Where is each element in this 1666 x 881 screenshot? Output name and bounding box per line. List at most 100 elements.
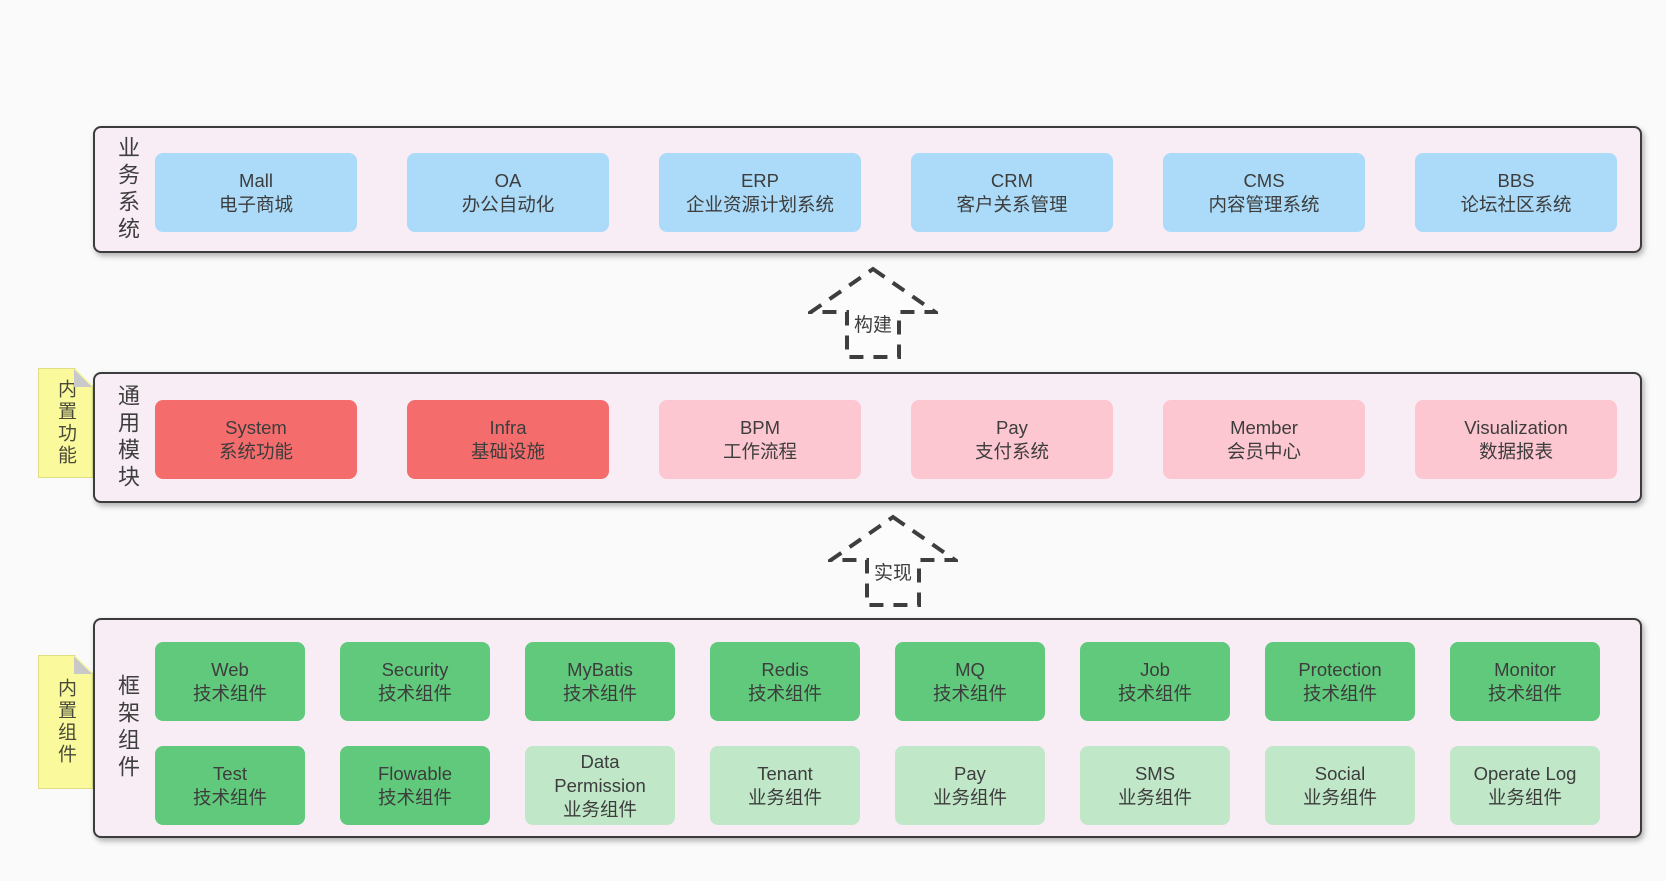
folded-corner-icon bbox=[74, 656, 92, 674]
box-subtitle: 内容管理系统 bbox=[1208, 193, 1320, 215]
builtin-features-tag-label: 内置功能 bbox=[55, 379, 76, 467]
business-box-mall: Mall 电子商城 bbox=[155, 153, 357, 232]
box-title: Web bbox=[211, 658, 249, 680]
box-title: System bbox=[225, 416, 287, 438]
box-title: ERP bbox=[740, 169, 780, 191]
component-box-test: Test 技术组件 bbox=[155, 746, 305, 825]
box-subtitle: 工作流程 bbox=[722, 440, 797, 462]
implement-arrow: 实现 bbox=[824, 514, 962, 608]
box-subtitle: 技术组件 bbox=[192, 682, 267, 704]
box-title: Test bbox=[213, 762, 247, 784]
folded-corner-icon bbox=[74, 369, 92, 387]
component-box-monitor: Monitor 技术组件 bbox=[1450, 642, 1600, 721]
box-title: Data Permission bbox=[554, 750, 646, 796]
build-arrow-label: 构建 bbox=[850, 310, 896, 337]
box-subtitle: 系统功能 bbox=[218, 440, 293, 462]
component-box-web: Web 技术组件 bbox=[155, 642, 305, 721]
business-systems-layer: 业务系统 Mall 电子商城 OA 办公自动化 ERP 企业资源计划系统 CRM… bbox=[93, 126, 1642, 253]
box-subtitle: 业务组件 bbox=[1487, 786, 1562, 808]
box-subtitle: 客户关系管理 bbox=[956, 193, 1068, 215]
component-box-operate-log: Operate Log 业务组件 bbox=[1450, 746, 1600, 825]
builtin-components-tag-label: 内置组件 bbox=[55, 678, 76, 766]
box-title: CRM bbox=[990, 169, 1034, 191]
box-title: SMS bbox=[1134, 762, 1176, 784]
box-subtitle: 企业资源计划系统 bbox=[685, 193, 834, 215]
implement-arrow-label: 实现 bbox=[870, 558, 916, 585]
box-subtitle: 业务组件 bbox=[1117, 786, 1192, 808]
box-title: Protection bbox=[1298, 658, 1382, 680]
module-box-pay: Pay 支付系统 bbox=[911, 400, 1113, 479]
business-box-bbs: BBS 论坛社区系统 bbox=[1415, 153, 1617, 232]
component-box-flowable: Flowable 技术组件 bbox=[340, 746, 490, 825]
component-box-security: Security 技术组件 bbox=[340, 642, 490, 721]
component-box-job: Job 技术组件 bbox=[1080, 642, 1230, 721]
framework-components-layer: 框架组件 Web 技术组件 Security 技术组件 MyBatis 技术组件… bbox=[93, 618, 1642, 838]
box-title: Pay bbox=[954, 762, 986, 784]
box-subtitle: 技术组件 bbox=[377, 682, 452, 704]
box-title: Tenant bbox=[757, 762, 813, 784]
common-modules-layer: 通用模块 System 系统功能 Infra 基础设施 BPM 工作流程 Pay… bbox=[93, 372, 1642, 503]
box-subtitle: 电子商城 bbox=[218, 193, 293, 215]
box-title: BBS bbox=[1497, 169, 1535, 191]
box-title: Infra bbox=[489, 416, 527, 438]
box-title: Monitor bbox=[1494, 658, 1556, 680]
box-subtitle: 会员中心 bbox=[1226, 440, 1301, 462]
component-box-social: Social 业务组件 bbox=[1265, 746, 1415, 825]
component-box-mq: MQ 技术组件 bbox=[895, 642, 1045, 721]
component-box-protection: Protection 技术组件 bbox=[1265, 642, 1415, 721]
business-box-crm: CRM 客户关系管理 bbox=[911, 153, 1113, 232]
box-title: CMS bbox=[1243, 169, 1285, 191]
box-subtitle: 技术组件 bbox=[377, 786, 452, 808]
builtin-components-tag: 内置组件 bbox=[38, 655, 93, 789]
modules-layer-label: 通用模块 bbox=[115, 383, 140, 492]
component-box-data-permission: Data Permission 业务组件 bbox=[525, 746, 675, 825]
builtin-features-tag: 内置功能 bbox=[38, 368, 93, 478]
box-subtitle: 技术组件 bbox=[747, 682, 822, 704]
box-subtitle: 支付系统 bbox=[974, 440, 1049, 462]
components-row-2: Test 技术组件 Flowable 技术组件 Data Permission … bbox=[155, 746, 1600, 825]
business-boxes-row: Mall 电子商城 OA 办公自动化 ERP 企业资源计划系统 CRM 客户关系… bbox=[155, 153, 1617, 232]
box-subtitle: 业务组件 bbox=[562, 798, 637, 820]
box-subtitle: 技术组件 bbox=[1302, 682, 1377, 704]
module-box-member: Member 会员中心 bbox=[1163, 400, 1365, 479]
box-title: BPM bbox=[739, 416, 781, 438]
components-layer-label: 框架组件 bbox=[115, 674, 140, 782]
box-title: Pay bbox=[996, 416, 1028, 438]
box-subtitle: 基础设施 bbox=[470, 440, 545, 462]
box-subtitle: 论坛社区系统 bbox=[1460, 193, 1572, 215]
modules-boxes-row: System 系统功能 Infra 基础设施 BPM 工作流程 Pay 支付系统… bbox=[155, 400, 1617, 479]
box-title: Security bbox=[381, 658, 449, 680]
box-title: Redis bbox=[761, 658, 809, 680]
component-box-sms: SMS 业务组件 bbox=[1080, 746, 1230, 825]
box-subtitle: 技术组件 bbox=[562, 682, 637, 704]
box-title: MyBatis bbox=[567, 658, 633, 680]
business-box-erp: ERP 企业资源计划系统 bbox=[659, 153, 861, 232]
module-box-system: System 系统功能 bbox=[155, 400, 357, 479]
component-box-redis: Redis 技术组件 bbox=[710, 642, 860, 721]
build-arrow: 构建 bbox=[804, 266, 942, 360]
box-title: Visualization bbox=[1464, 416, 1568, 438]
box-title: MQ bbox=[955, 658, 985, 680]
module-box-bpm: BPM 工作流程 bbox=[659, 400, 861, 479]
box-subtitle: 技术组件 bbox=[192, 786, 267, 808]
module-box-visualization: Visualization 数据报表 bbox=[1415, 400, 1617, 479]
box-subtitle: 技术组件 bbox=[932, 682, 1007, 704]
box-title: Social bbox=[1314, 762, 1366, 784]
components-row-1: Web 技术组件 Security 技术组件 MyBatis 技术组件 Redi… bbox=[155, 642, 1600, 721]
box-subtitle: 业务组件 bbox=[1302, 786, 1377, 808]
component-box-mybatis: MyBatis 技术组件 bbox=[525, 642, 675, 721]
component-box-pay: Pay 业务组件 bbox=[895, 746, 1045, 825]
box-subtitle: 业务组件 bbox=[747, 786, 822, 808]
box-subtitle: 技术组件 bbox=[1487, 682, 1562, 704]
box-subtitle: 业务组件 bbox=[932, 786, 1007, 808]
box-title: Mall bbox=[239, 169, 273, 191]
box-title: Flowable bbox=[377, 762, 453, 784]
box-title: Job bbox=[1140, 658, 1170, 680]
business-box-oa: OA 办公自动化 bbox=[407, 153, 609, 232]
business-layer-label: 业务系统 bbox=[115, 135, 140, 244]
box-title: OA bbox=[494, 169, 522, 191]
box-subtitle: 技术组件 bbox=[1117, 682, 1192, 704]
module-box-infra: Infra 基础设施 bbox=[407, 400, 609, 479]
box-title: Member bbox=[1230, 416, 1298, 438]
